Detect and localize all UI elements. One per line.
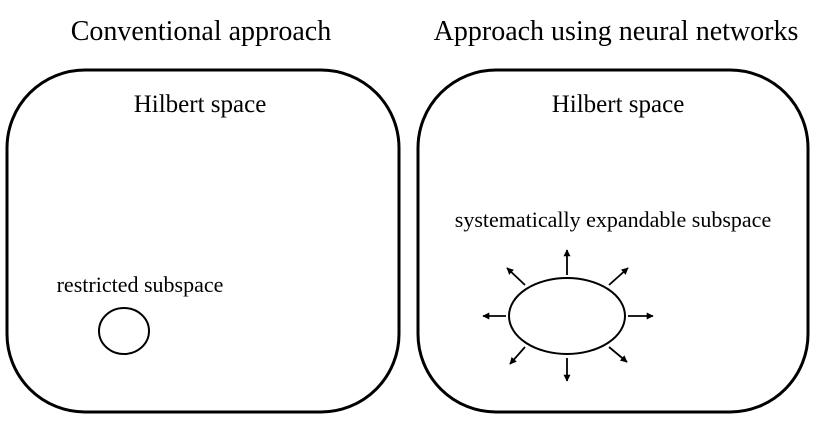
right-hilbert-space-box — [416, 68, 810, 414]
left-panel-title: Conventional approach — [71, 16, 331, 47]
expansion-arrows — [482, 249, 654, 382]
arrow-up-left — [506, 267, 526, 286]
arrow-down-left — [509, 346, 526, 365]
left-hilbert-space-label: Hilbert space — [134, 91, 267, 118]
arrow-up-right — [608, 267, 629, 286]
restricted-subspace-circle — [98, 307, 150, 355]
right-hilbert-space-label: Hilbert space — [552, 91, 685, 118]
left-hilbert-space-box — [5, 68, 401, 414]
restricted-subspace-label: restricted subspace — [57, 272, 224, 297]
right-panel-title: Approach using neural networks — [434, 16, 799, 47]
arrow-down-right — [608, 346, 628, 363]
expandable-subspace-ellipse — [508, 277, 626, 355]
right-panel: Approach using neural networks Hilbert s… — [416, 16, 810, 414]
expandable-subspace-label: systematically expandable subspace — [455, 207, 771, 232]
left-panel: Conventional approach Hilbert space rest… — [5, 16, 401, 414]
